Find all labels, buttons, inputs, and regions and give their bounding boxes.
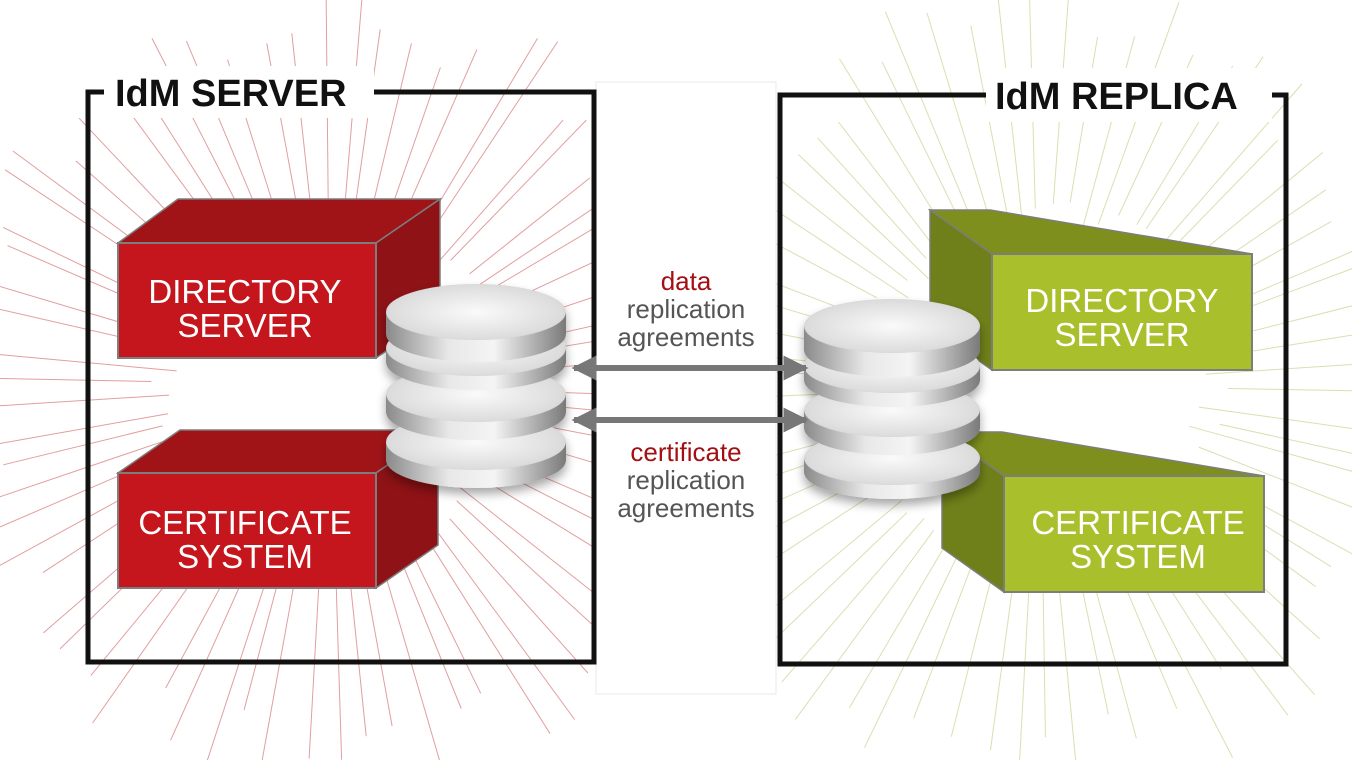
data-replication-line2: replication: [627, 294, 746, 324]
ray-line: [1219, 423, 1352, 454]
server-directory-front: [117, 242, 377, 359]
server-directory-box: DIRECTORY SERVER: [115, 197, 443, 360]
middle-panel: [595, 81, 777, 695]
server-title: IdM SERVER: [115, 73, 347, 115]
ray-line: [798, 154, 929, 279]
ray-line: [863, 522, 974, 749]
ray-line: [397, 552, 462, 709]
ray-line: [794, 530, 935, 720]
data-replication-keyword: data: [661, 266, 712, 296]
ray-line: [1189, 425, 1352, 472]
replica-title: IdM REPLICA: [995, 76, 1238, 118]
certificate-replication-line3: agreements: [617, 493, 754, 523]
ray-line: [406, 542, 482, 694]
ray-line: [434, 119, 564, 266]
data-replication-line3: agreements: [617, 322, 754, 352]
ray-line: [775, 512, 908, 639]
ray-line: [291, 33, 314, 228]
data-replication-link: data replication agreements: [571, 266, 809, 381]
ray-line: [884, 11, 980, 239]
certificate-replication-keyword: certificate: [630, 437, 741, 467]
idm-replica-group: IdM REPLICA DIRECTORY SERVER CERTIFICATE…: [777, 68, 1289, 667]
ray-line: [848, 537, 951, 708]
ray-line: [838, 121, 947, 263]
server-title-bg: [104, 66, 374, 118]
ray-line: [1149, 83, 1303, 259]
replica-certificate-label-1: CERTIFICATE: [1031, 504, 1244, 541]
ray-line: [1082, 36, 1136, 229]
ray-line: [469, 177, 591, 275]
ray-line: [456, 500, 601, 633]
replica-directory-label-2: SERVER: [1054, 316, 1189, 353]
ray-line: [418, 507, 576, 720]
ray-line: [781, 518, 925, 683]
ray-line: [449, 518, 589, 674]
server-directory-label-2: SERVER: [177, 307, 312, 344]
ray-line: [379, 554, 440, 760]
ray-line: [417, 41, 559, 253]
ray-line: [428, 540, 551, 734]
ray-line: [817, 137, 927, 259]
server-database-icon: [386, 284, 566, 488]
ray-line: [913, 542, 981, 719]
ray-line: [0, 438, 172, 498]
replica-certificate-front: [1003, 475, 1265, 593]
replica-directory-label-1: DIRECTORY: [1025, 282, 1218, 319]
ray-line: [1205, 364, 1352, 375]
ray-line: [1198, 406, 1352, 429]
replica-certificate-label-2: SYSTEM: [1070, 538, 1206, 575]
ray-line: [1198, 446, 1352, 508]
replica-database-icon: [804, 299, 980, 499]
ray-line: [926, 12, 989, 214]
ray-line: [0, 413, 168, 445]
server-certificate-label-2: SYSTEM: [177, 538, 313, 575]
replica-title-bg: [986, 68, 1272, 122]
certificate-replication-line2: replication: [627, 465, 746, 495]
ray-line: [1019, 561, 1031, 760]
server-certificate-front: [117, 472, 377, 589]
replica-certificate-box: CERTIFICATE SYSTEM: [939, 430, 1265, 594]
server-certificate-box: CERTIFICATE SYSTEM: [115, 428, 441, 590]
idm-server-group: IdM SERVER DIRECTORY SERVER CERTIFICATE …: [85, 66, 597, 665]
ray-line: [881, 61, 966, 232]
ray-line: [450, 119, 587, 261]
ray-line: [1227, 388, 1352, 392]
server-certificate-label-1: CERTIFICATE: [138, 504, 351, 541]
replica-directory-front: [991, 253, 1253, 371]
ray-line: [361, 562, 393, 726]
ray-line: [400, 49, 478, 224]
ray-line: [0, 378, 152, 382]
certificate-replication-link: certificate replication agreements: [571, 407, 809, 523]
ray-line: [0, 394, 170, 407]
ray-line: [369, 43, 412, 219]
ray-line: [1166, 139, 1279, 256]
ray-line: [3, 425, 163, 466]
server-directory-label-1: DIRECTORY: [148, 273, 341, 310]
